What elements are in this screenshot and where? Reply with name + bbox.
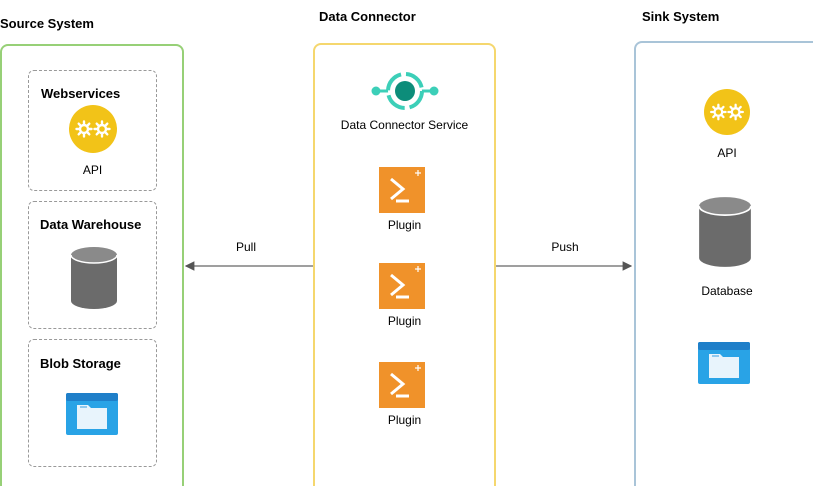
sink-api-label: API	[717, 146, 737, 160]
plugin-label: Plugin	[387, 413, 422, 427]
blob-storage-title: Blob Storage	[40, 356, 121, 371]
blob-storage-box: Blob Storage	[28, 339, 157, 467]
pull-label: Pull	[235, 240, 256, 254]
sink-system-container: API Database	[634, 41, 813, 486]
powershell-plugin-icon	[379, 263, 425, 309]
connector-hub-icon	[371, 72, 439, 110]
data-warehouse-box: Data Warehouse	[28, 201, 157, 329]
database-label: Database	[701, 284, 753, 298]
powershell-plugin-icon	[379, 362, 425, 408]
sink-system-title: Sink System	[642, 9, 720, 24]
webservices-box: Webservices API	[28, 70, 157, 191]
data-connector-service-label: Data Connector Service	[340, 118, 469, 132]
gears-icon	[704, 89, 750, 135]
webservices-title: Webservices	[41, 86, 121, 101]
data-connector-title: Data Connector	[319, 9, 416, 24]
plugin-label: Plugin	[387, 314, 422, 328]
plugin-label: Plugin	[387, 218, 422, 232]
source-system-title: Source System	[0, 16, 94, 31]
source-system-container: Webservices API	[0, 44, 184, 486]
powershell-plugin-icon	[379, 167, 425, 213]
gears-icon	[69, 105, 117, 153]
push-label: Push	[551, 240, 579, 254]
data-connector-container: Data Connector Service Plugin Plugin Plu…	[313, 43, 496, 486]
storage-folder-icon	[698, 342, 750, 384]
webservices-api-label: API	[82, 163, 103, 177]
database-cylinder-icon	[70, 247, 118, 309]
database-cylinder-icon	[698, 197, 752, 267]
data-warehouse-title: Data Warehouse	[40, 217, 142, 232]
storage-folder-icon	[66, 393, 118, 435]
